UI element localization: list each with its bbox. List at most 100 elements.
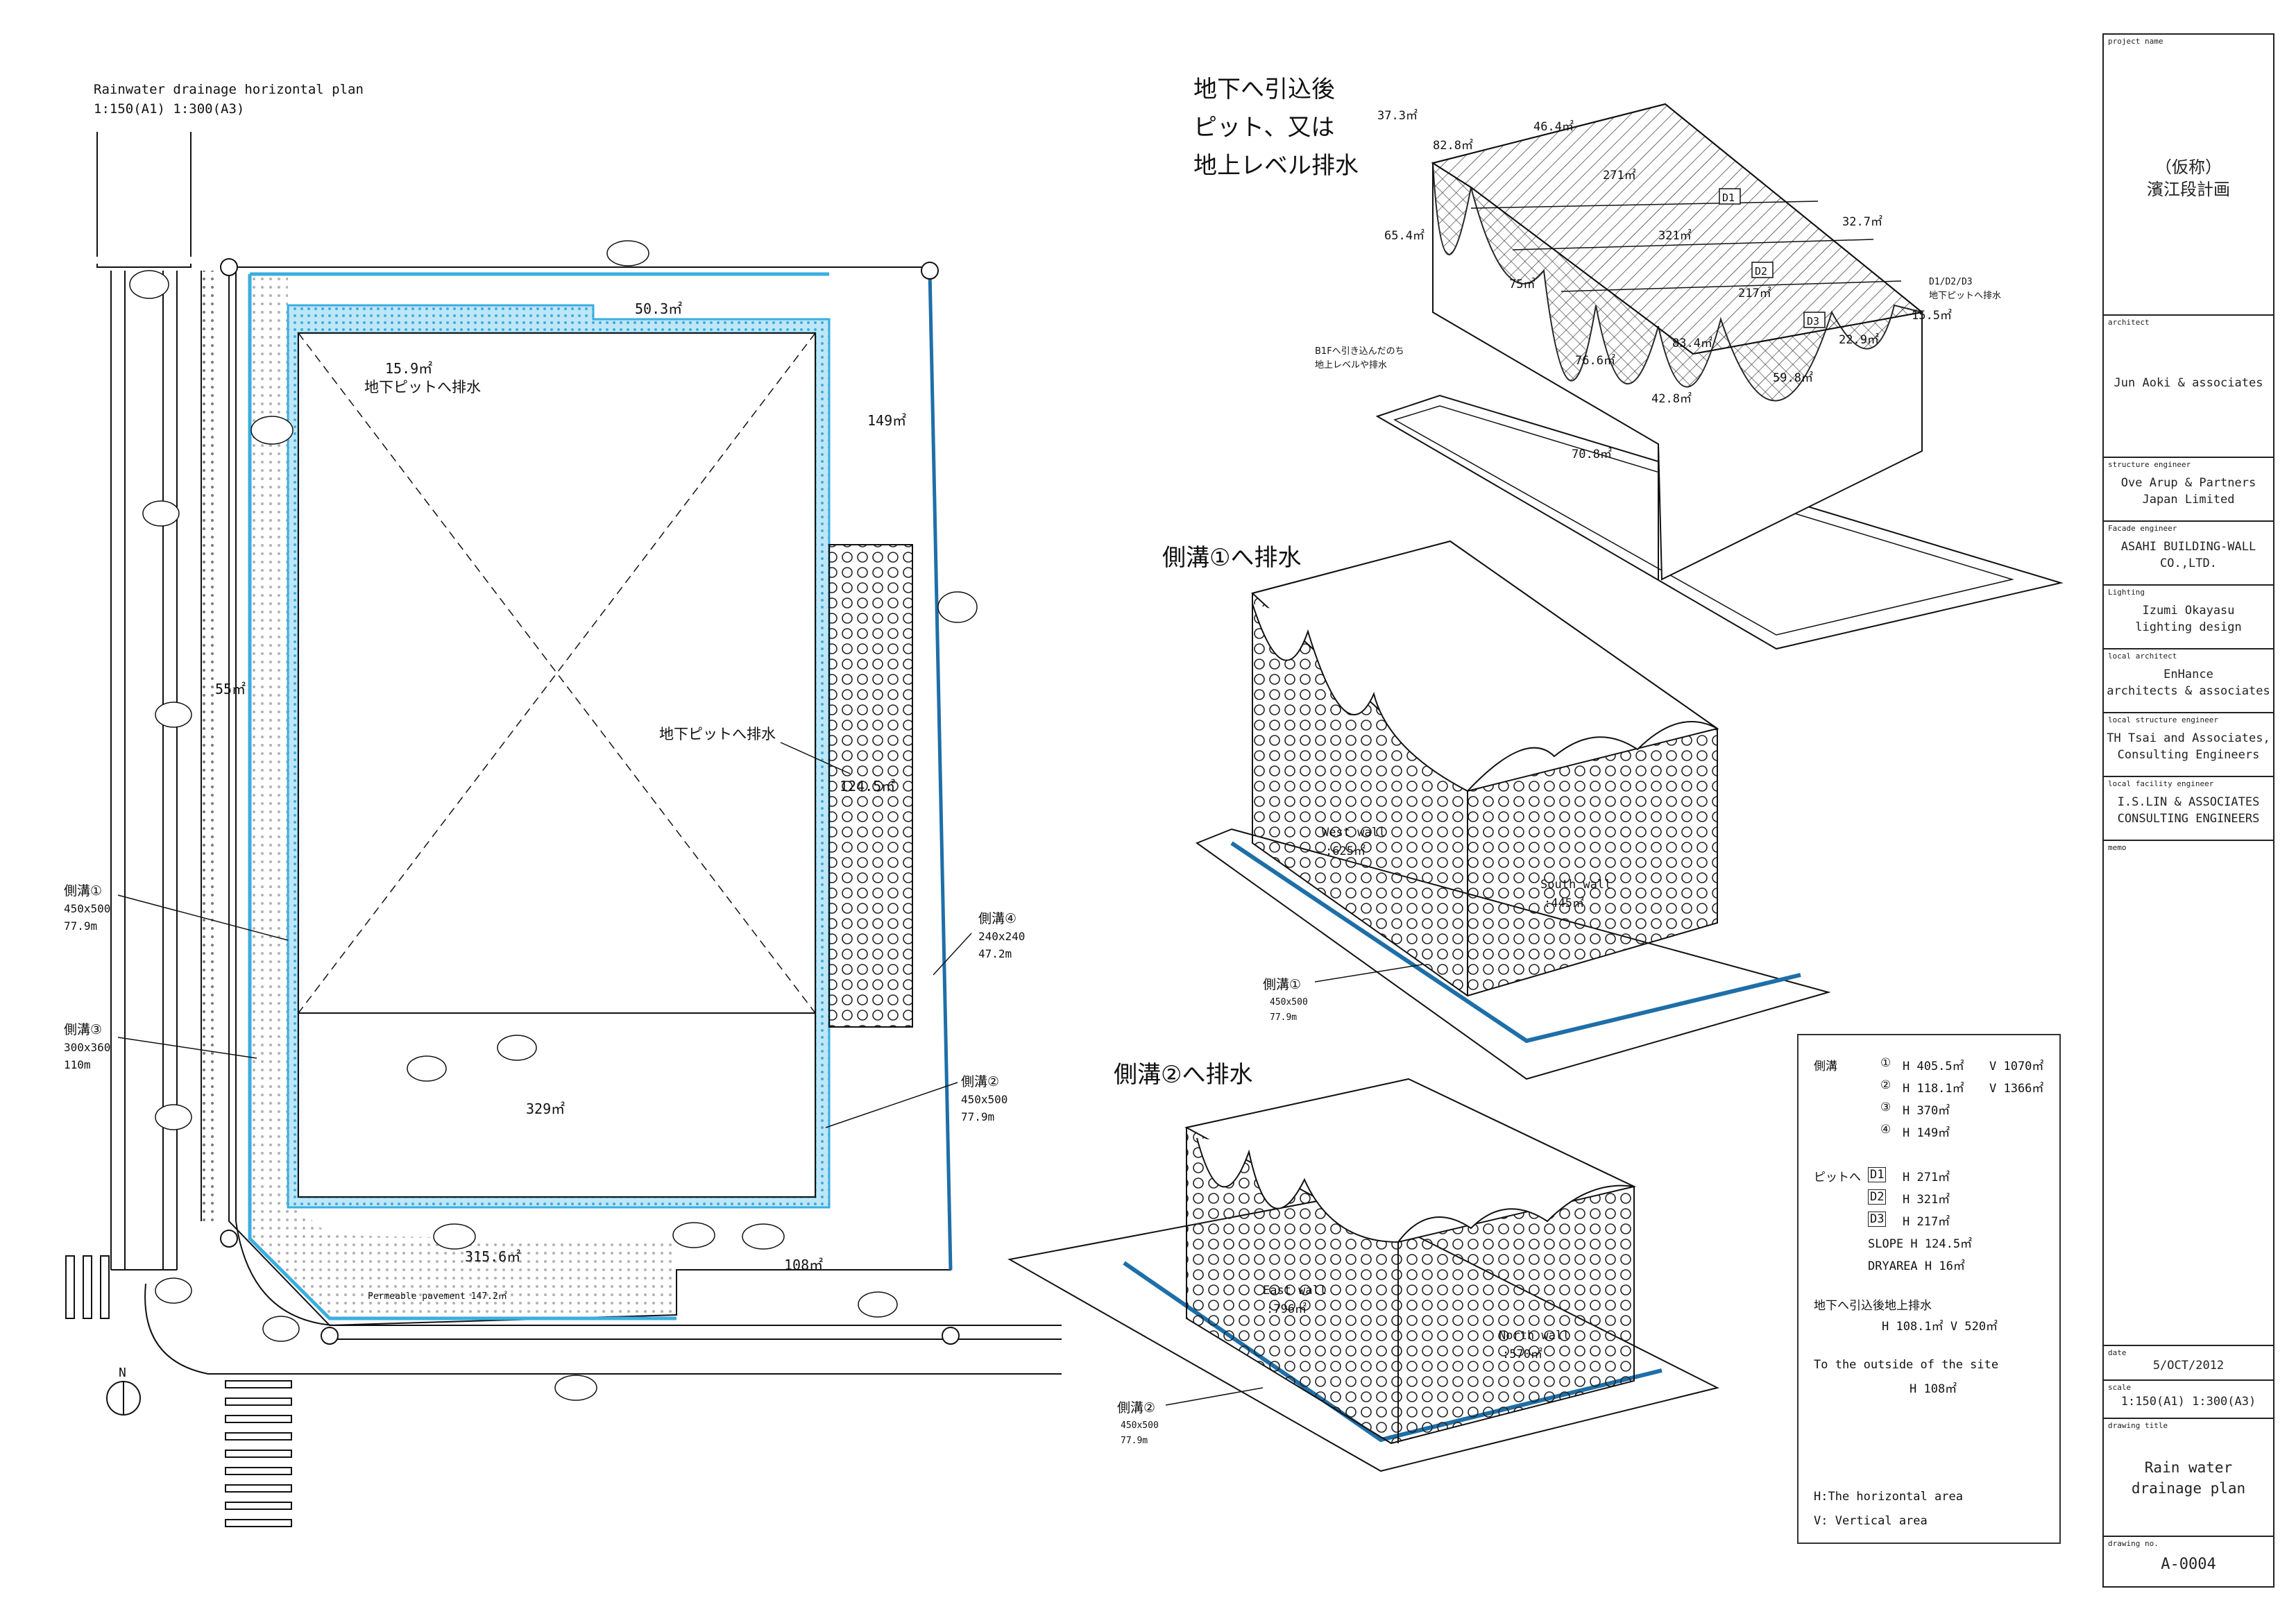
svg-text:側溝④: 側溝④ <box>978 911 1017 926</box>
facade-cell: Facade engineer ASAHI BUILDING-WALL CO.,… <box>2104 522 2273 586</box>
project-name: （仮称） 濱江段計画 <box>2147 158 2230 199</box>
plan-note-pit-2: 地下ピットへ排水 <box>659 726 776 742</box>
legend-outside-value: H 108㎡ <box>1910 1382 1957 1396</box>
plan-area-108: 108㎡ <box>784 1257 823 1273</box>
plan-area-315-6: 315.6㎡ <box>465 1248 520 1265</box>
legend-slope: SLOPE H 124.5㎡ <box>1868 1237 1973 1251</box>
plan-area-149: 149㎡ <box>867 412 906 429</box>
legend-dryarea: DRYAREA H 16㎡ <box>1868 1259 1965 1273</box>
west-wall-label: West wall :625㎡ <box>1322 826 1386 858</box>
facade-engineer: ASAHI BUILDING-WALL CO.,LTD. <box>2120 540 2256 570</box>
roof-area-46-4: 46.4㎡ <box>1533 120 1574 134</box>
roof-note-right: D1/D2/D3 地下ピットへ排水 <box>1929 277 2001 301</box>
legend-gutter-row-1-no: ① <box>1880 1056 1891 1070</box>
svg-text:450x500: 450x500 <box>1270 997 1308 1008</box>
lighting-cell: Lighting Izumi Okayasu lighting design <box>2104 586 2273 649</box>
gutter-label-2: 側溝② 450x500 77.9m <box>961 1074 1007 1123</box>
plan-area-15-9: 15.9㎡ <box>385 360 432 377</box>
roof-area-42-8: 42.8㎡ <box>1651 392 1692 406</box>
svg-text::570㎡: :570㎡ <box>1502 1348 1542 1361</box>
wall-2-caption: 側溝②へ排水 <box>1114 1061 1252 1089</box>
svg-text:D2: D2 <box>1755 265 1767 278</box>
legend-gutter-row-2-no: ② <box>1880 1078 1891 1092</box>
roof-tag-d2: D2 <box>1751 262 1774 278</box>
plan-area-55: 55㎡ <box>215 681 246 697</box>
svg-text:77.9m: 77.9m <box>1121 1436 1148 1446</box>
svg-text:側溝②: 側溝② <box>961 1074 999 1089</box>
drawing-title-cell: drawing title Rain water drainage plan <box>2104 1419 2273 1537</box>
wall-1-caption: 側溝①へ排水 <box>1162 544 1301 572</box>
roof-tag-d1: D1 <box>1719 188 1741 205</box>
svg-text:D1: D1 <box>1722 192 1735 204</box>
svg-text:側溝①: 側溝① <box>64 883 102 899</box>
legend-pit-label: ピットへ <box>1814 1171 1861 1184</box>
plan-area-124-5: 124.5㎡ <box>840 778 895 794</box>
legend-pit-tag-d3: D3 <box>1868 1212 1887 1227</box>
roof-isometric: 地下へ引込後 ピット、又は 地上レベル排水 37.3㎡ 46.4㎡ 82.8㎡ … <box>1193 76 2064 650</box>
legend-gutter-row-3-h: H 370㎡ <box>1903 1104 1950 1118</box>
legend-gutter-row-1-h: H 405.5㎡ <box>1903 1060 1964 1073</box>
crosswalk <box>65 1255 292 1527</box>
legend-pit-row-2: H 321㎡ <box>1903 1193 1950 1207</box>
svg-text:77.9m: 77.9m <box>961 1110 994 1123</box>
legend-gutter-row-4-h: H 149㎡ <box>1903 1126 1950 1140</box>
roof-area-59-8: 59.8㎡ <box>1773 371 1813 385</box>
legend-pit-tag-d2: D2 <box>1868 1189 1887 1205</box>
drawing-scale: 1:150(A1) 1:300(A3) <box>2120 1395 2256 1409</box>
legend-pit-row-1: H 271㎡ <box>1903 1171 1950 1184</box>
svg-text:47.2m: 47.2m <box>978 947 1012 960</box>
svg-text:地下ピットへ排水: 地下ピットへ排水 <box>1929 291 2001 301</box>
legend-gutter-row-1-v: V 1070㎡ <box>1989 1060 2044 1073</box>
svg-text:B1Fへ引き込んだのち: B1Fへ引き込んだのち <box>1315 346 1404 357</box>
wall-1-gutter-label: 側溝① 450x500 77.9m <box>1263 977 1308 1023</box>
svg-text:450x500: 450x500 <box>1121 1420 1159 1431</box>
svg-text:地上レベルや排水: 地上レベルや排水 <box>1315 360 1387 371</box>
plan-note-permeable: Permeable pavement 147.2㎡ <box>368 1291 507 1302</box>
roof-area-217: 217㎡ <box>1738 287 1771 300</box>
svg-text:地上レベル排水: 地上レベル排水 <box>1193 152 1359 180</box>
structure-engineer: Ove Arup & Partners Japan Limited <box>2120 476 2256 507</box>
legend-gutter-row-2-v: V 1366㎡ <box>1989 1082 2044 1096</box>
svg-text:450x500: 450x500 <box>64 902 110 915</box>
roof-area-321: 321㎡ <box>1658 229 1692 243</box>
roof-area-83-4: 83.4㎡ <box>1672 337 1712 350</box>
gutter-label-3: 側溝③ 300x360 110m <box>64 1022 110 1071</box>
legend-note-h: H:The horizontal area <box>1814 1490 1963 1504</box>
roof-area-82-8: 82.8㎡ <box>1433 139 1473 153</box>
roof-area-271: 271㎡ <box>1603 169 1636 182</box>
drawing-title: Rain water drainage plan <box>2131 1459 2246 1497</box>
architect-name: Jun Aoki & associates <box>2114 376 2263 390</box>
svg-text:East wall: East wall <box>1263 1284 1327 1298</box>
roof-area-22-9: 22.9㎡ <box>1839 333 1879 347</box>
legend-outside-title: To the outside of the site <box>1814 1358 1999 1372</box>
svg-text:110m: 110m <box>64 1058 91 1071</box>
area-legend: 側溝 ① H 405.5㎡ V 1070㎡ ② H 118.1㎡ V 1366㎡… <box>1797 1034 2061 1544</box>
architect-cell: architect Jun Aoki & associates <box>2104 316 2273 458</box>
local-architect: EnHance architects & associates <box>2107 668 2270 698</box>
plan-title: Rainwater drainage horizontal plan <box>94 82 364 97</box>
roof-area-76-6: 76.6㎡ <box>1575 354 1615 368</box>
roof-caption: 地下へ引込後 ピット、又は 地上レベル排水 <box>1193 76 1359 180</box>
svg-text:West wall: West wall <box>1322 826 1386 840</box>
drawing-date: 5/OCT/2012 <box>2152 1359 2225 1373</box>
svg-text:D1/D2/D3: D1/D2/D3 <box>1929 277 1973 287</box>
wall-isometric-1: 側溝①へ排水 West wall :625㎡ South wall :445㎡ … <box>1162 540 1831 1080</box>
svg-text:側溝②: 側溝② <box>1117 1400 1155 1416</box>
roof-area-15-5: 15.5㎡ <box>1912 309 1952 323</box>
road-lines <box>96 132 1062 1375</box>
svg-text::796㎡: :796㎡ <box>1266 1302 1307 1316</box>
north-wall-label: North wall :570㎡ <box>1499 1329 1570 1361</box>
legend-note-v: V: Vertical area <box>1814 1514 1928 1528</box>
svg-text::625㎡: :625㎡ <box>1325 844 1366 858</box>
plan-north-label: N <box>119 1366 126 1380</box>
drawing-number: A-0004 <box>2161 1556 2216 1573</box>
svg-text:77.9m: 77.9m <box>64 919 97 933</box>
svg-text:300x360: 300x360 <box>64 1041 110 1054</box>
svg-text:240x240: 240x240 <box>978 930 1025 943</box>
plan-area-329: 329㎡ <box>526 1101 565 1117</box>
site-plan: N <box>64 82 1062 1527</box>
wall-isometric-2: 側溝②へ排水 East wall :796㎡ North wall :570㎡ … <box>1007 1061 1719 1472</box>
svg-text:North wall: North wall <box>1499 1329 1570 1343</box>
title-block: project name （仮称） 濱江段計画 architect Jun Ao… <box>2102 33 2274 1588</box>
